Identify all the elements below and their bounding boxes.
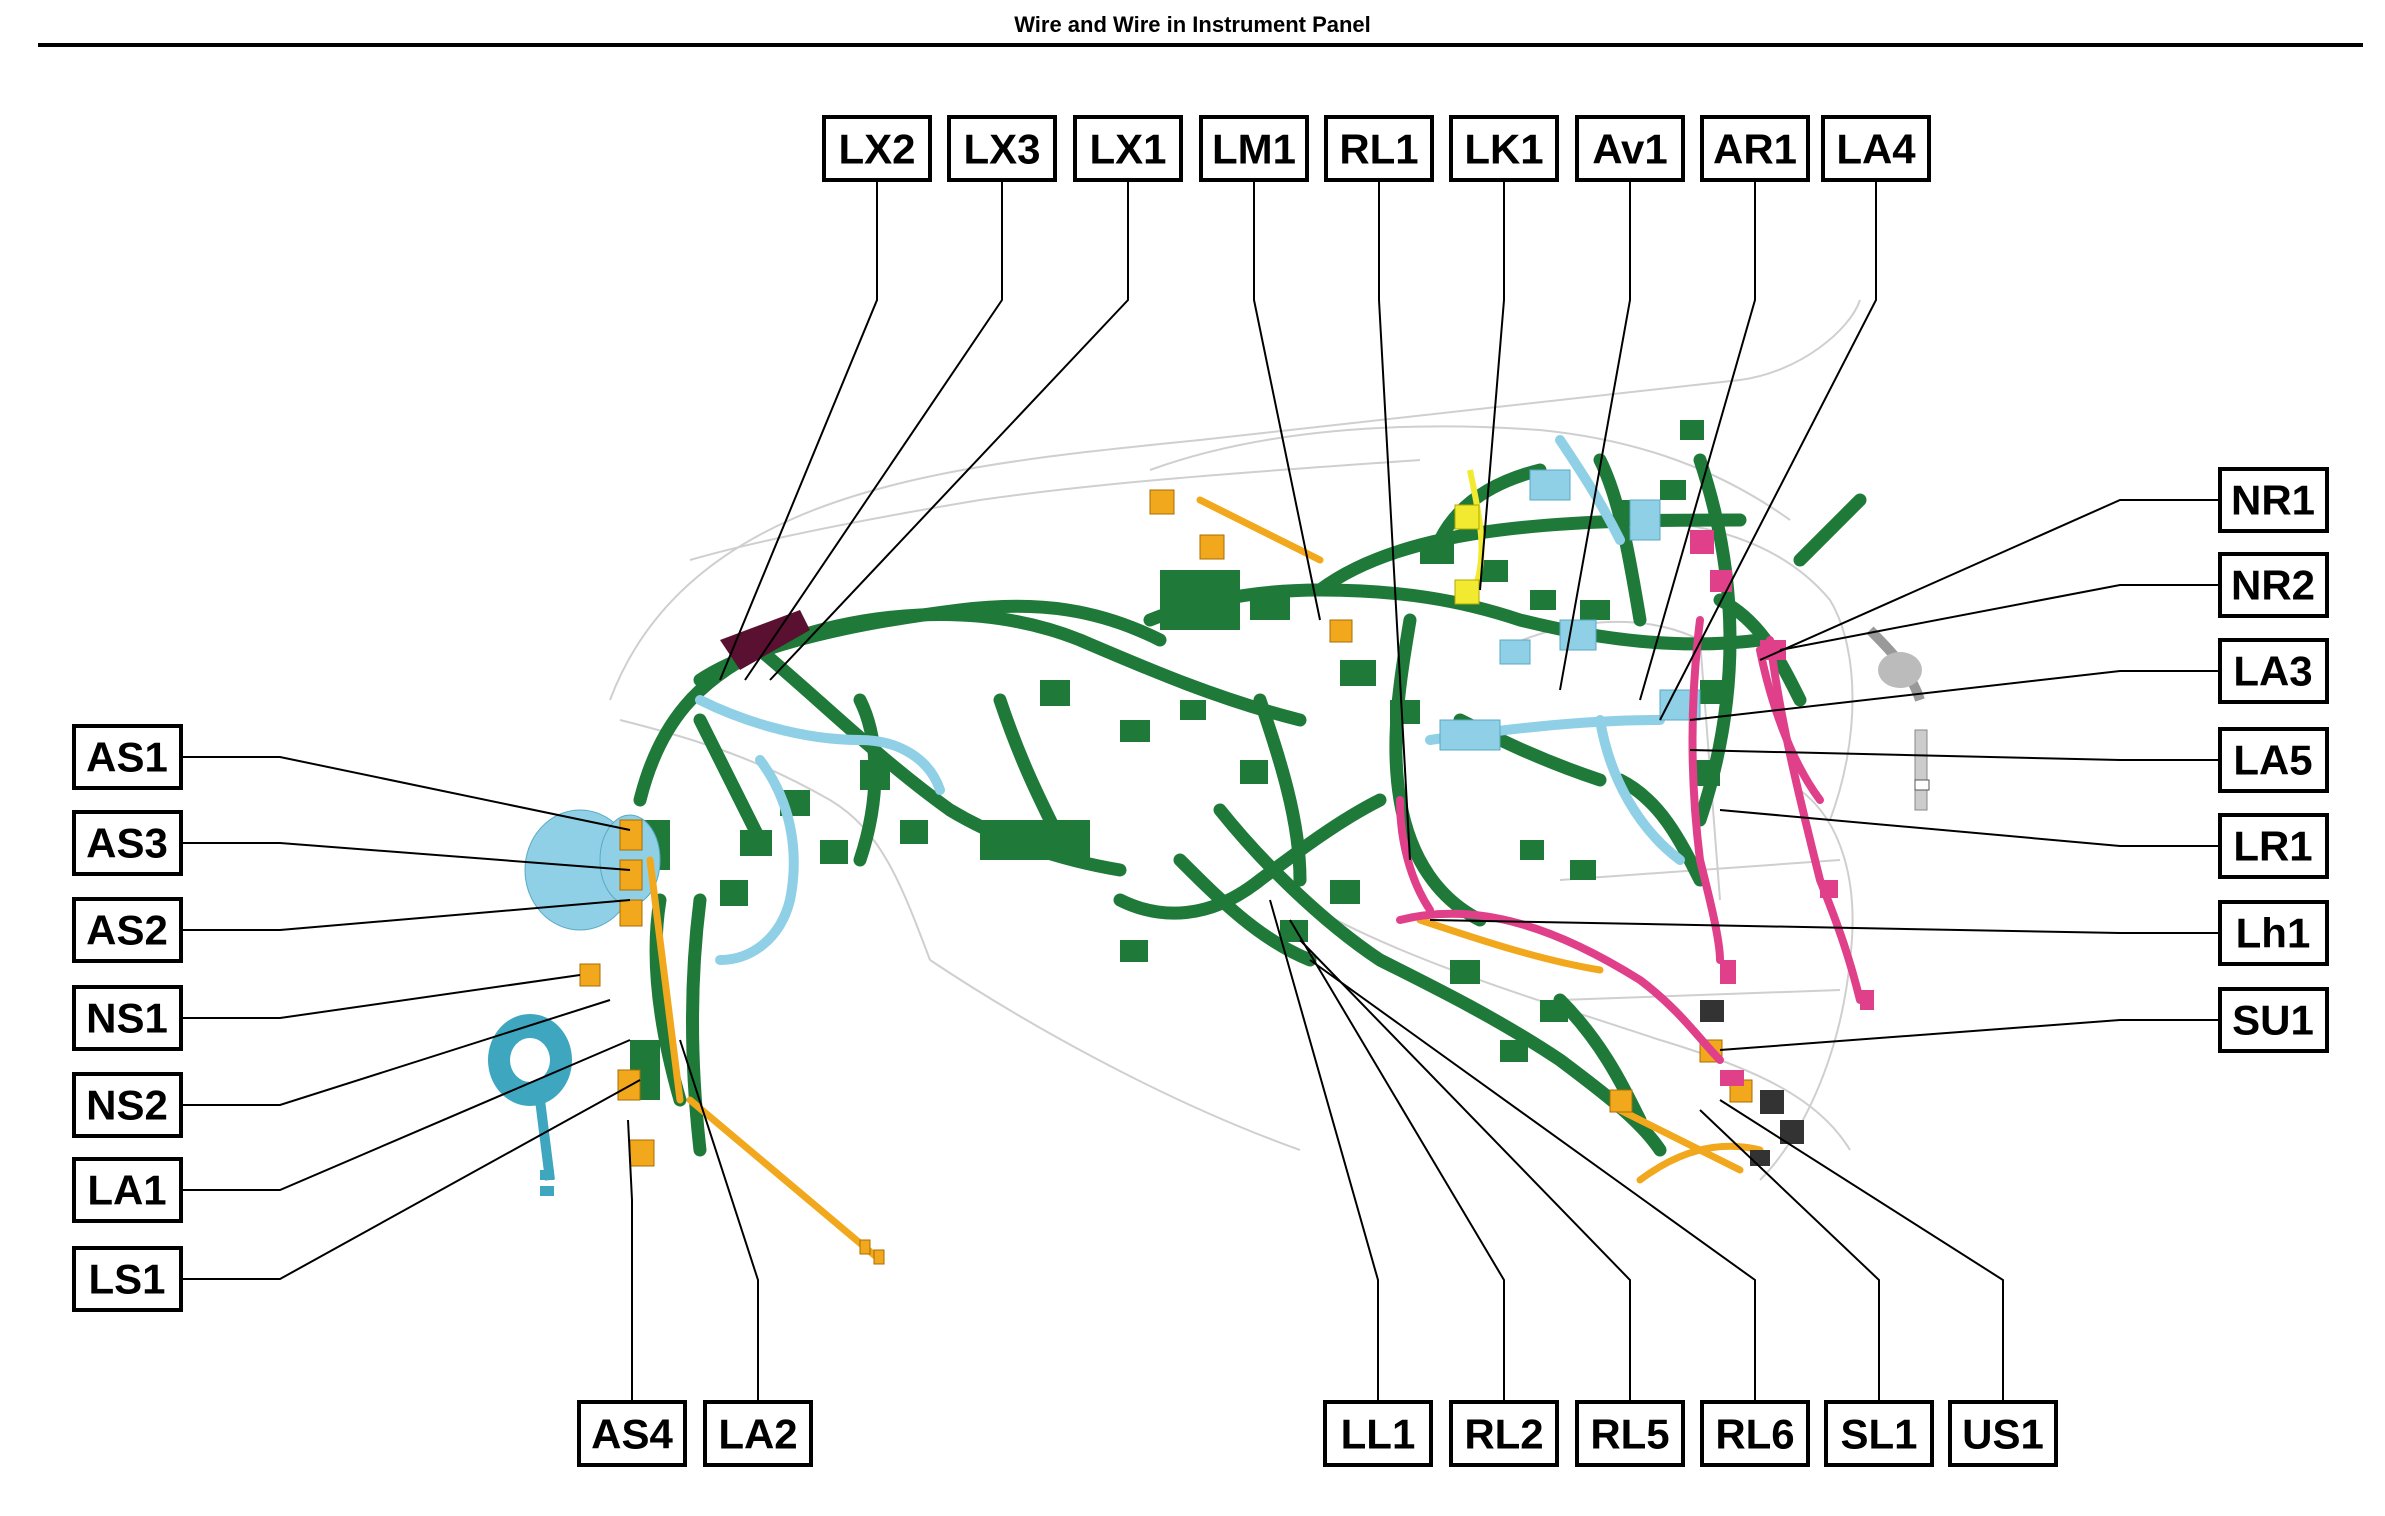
svg-text:Lh1: Lh1 (2236, 910, 2311, 957)
svg-text:US1: US1 (1962, 1411, 2044, 1458)
bottom-right-labels: LL1 RL2 RL5 RL6 SL1 US1 (1323, 1400, 2058, 1467)
label-ll1: LL1 (1323, 1400, 1433, 1467)
svg-text:NR2: NR2 (2231, 562, 2315, 609)
label-la4: LA4 (1821, 115, 1931, 182)
svg-text:AS3: AS3 (86, 820, 168, 867)
svg-text:LX2: LX2 (838, 126, 915, 173)
svg-text:LA5: LA5 (2233, 737, 2312, 784)
svg-text:NS2: NS2 (86, 1082, 168, 1129)
svg-text:Av1: Av1 (1592, 126, 1668, 173)
label-ar1: AR1 (1700, 115, 1810, 182)
svg-text:AS4: AS4 (591, 1411, 673, 1458)
label-lx2: LX2 (822, 115, 932, 182)
svg-text:LS1: LS1 (88, 1256, 165, 1303)
label-sl1: SL1 (1824, 1400, 1934, 1467)
label-rl6: RL6 (1700, 1400, 1810, 1467)
teal-harness (488, 1014, 572, 1196)
svg-text:AS2: AS2 (86, 907, 168, 954)
pink-connectors (1690, 530, 1874, 1086)
svg-text:LA3: LA3 (2233, 648, 2312, 695)
svg-text:LA1: LA1 (87, 1167, 166, 1214)
leader-lines (181, 180, 2220, 1402)
svg-text:LM1: LM1 (1212, 126, 1296, 173)
svg-text:SU1: SU1 (2232, 997, 2314, 1044)
orange-harness (646, 496, 1764, 1264)
label-nr1: NR1 (2218, 467, 2329, 533)
svg-text:SL1: SL1 (1840, 1411, 1917, 1458)
label-lx3: LX3 (947, 115, 1057, 182)
label-us1: US1 (1948, 1400, 2058, 1467)
label-lk1: LK1 (1449, 115, 1559, 182)
svg-text:RL5: RL5 (1590, 1411, 1669, 1458)
light-blue-connectors (524, 469, 1701, 931)
label-lm1: LM1 (1199, 115, 1309, 182)
label-lh1: Lh1 (2218, 900, 2329, 966)
svg-text:AS1: AS1 (86, 734, 168, 781)
svg-text:LX3: LX3 (963, 126, 1040, 173)
svg-text:AR1: AR1 (1713, 126, 1797, 173)
label-la2: LA2 (703, 1400, 813, 1467)
label-as1: AS1 (72, 724, 183, 790)
pink-harness (1396, 616, 1864, 1064)
left-labels: AS1 AS3 AS2 NS1 NS2 LA1 LS1 (72, 724, 183, 1312)
label-as3: AS3 (72, 810, 183, 876)
label-lx1: LX1 (1073, 115, 1183, 182)
label-la5: LA5 (2218, 727, 2329, 793)
label-la3: LA3 (2218, 638, 2329, 704)
svg-text:RL2: RL2 (1464, 1411, 1543, 1458)
dark-red-connector (720, 610, 810, 670)
label-ns1: NS1 (72, 985, 183, 1051)
label-rl1: RL1 (1324, 115, 1434, 182)
svg-text:LA4: LA4 (1836, 126, 1916, 173)
right-labels: NR1 NR2 LA3 LA5 LR1 Lh1 SU1 (2218, 467, 2329, 1053)
svg-text:NR1: NR1 (2231, 477, 2315, 524)
svg-text:RL1: RL1 (1339, 126, 1418, 173)
label-lr1: LR1 (2218, 813, 2329, 879)
yellow-harness (1454, 469, 1485, 605)
label-as4: AS4 (577, 1400, 687, 1467)
label-la1: LA1 (72, 1157, 183, 1223)
title-rule (38, 43, 2363, 47)
svg-text:LX1: LX1 (1089, 126, 1166, 173)
svg-text:RL6: RL6 (1715, 1411, 1794, 1458)
label-rl2: RL2 (1449, 1400, 1559, 1467)
grey-connector (1866, 626, 1930, 811)
label-as2: AS2 (72, 897, 183, 963)
label-av1: Av1 (1575, 115, 1685, 182)
svg-text:NS1: NS1 (86, 995, 168, 1042)
svg-text:LA2: LA2 (718, 1411, 797, 1458)
label-ls1: LS1 (72, 1246, 183, 1312)
label-su1: SU1 (2218, 987, 2329, 1053)
diagram-title: Wire and Wire in Instrument Panel (1014, 12, 1371, 37)
label-rl5: RL5 (1575, 1400, 1685, 1467)
svg-text:LR1: LR1 (2233, 823, 2312, 870)
label-nr2: NR2 (2218, 552, 2329, 618)
svg-text:LK1: LK1 (1464, 126, 1543, 173)
instrument-panel-outline (609, 299, 1861, 1181)
svg-text:LL1: LL1 (1341, 1411, 1416, 1458)
label-ns2: NS2 (72, 1072, 183, 1138)
bottom-left-labels: AS4 LA2 (577, 1400, 813, 1467)
top-labels: LX2 LX3 LX1 LM1 RL1 LK1 Av1 AR1 LA4 (822, 115, 1931, 182)
